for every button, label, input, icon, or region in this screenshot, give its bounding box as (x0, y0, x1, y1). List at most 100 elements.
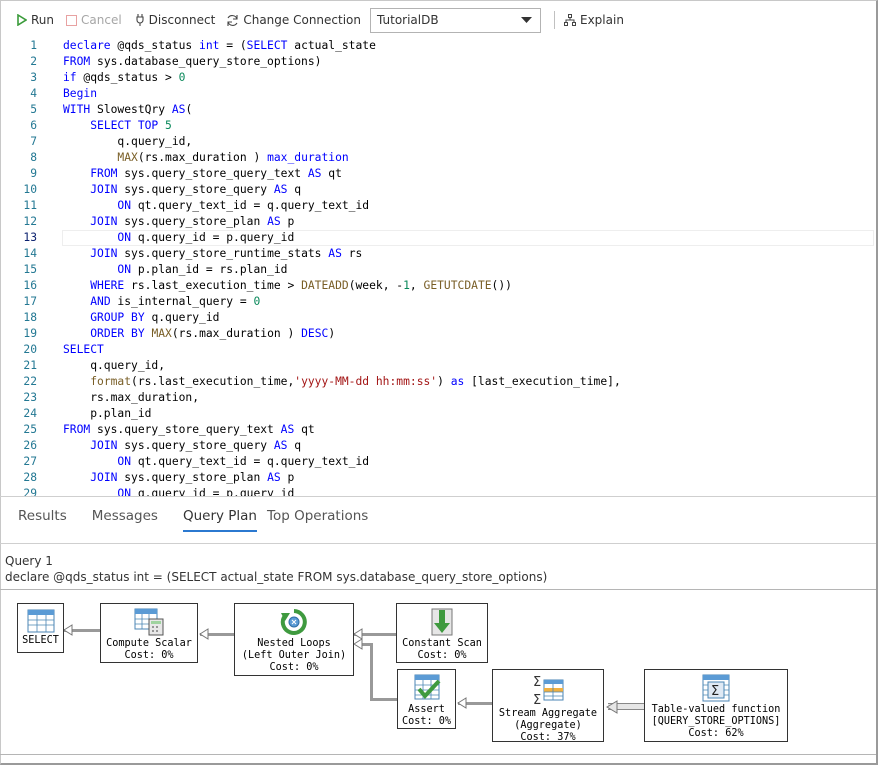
arrow-head-icon (199, 628, 209, 640)
code-line[interactable]: 19 ORDER BY MAX(rs.max_duration ) DESC) (0, 326, 876, 342)
code-text: SELECT TOP 5 (90, 119, 172, 132)
edge-compute-to-select (64, 629, 100, 632)
line-number: 14 (23, 247, 37, 260)
code-text: ON p.plan_id = rs.plan_id (117, 263, 288, 276)
code-line[interactable]: 28 JOIN sys.query_store_plan AS p (0, 470, 876, 486)
plan-top-border (0, 589, 876, 590)
cancel-button[interactable]: Cancel (66, 8, 122, 32)
edge-nested-to-compute (200, 633, 234, 636)
code-text: MAX(rs.max_duration ) max_duration (117, 151, 349, 164)
plan-node-assert[interactable]: Assert Cost: 0% (397, 669, 456, 729)
plan-node-nested-loops[interactable]: Nested Loops (Left Outer Join) Cost: 0% (234, 603, 354, 676)
line-number: 8 (30, 151, 37, 164)
tab-query-plan[interactable]: Query Plan (182, 502, 258, 532)
plan-node-select[interactable]: SELECT (17, 603, 64, 653)
node-cost: Cost: 37% (520, 732, 576, 743)
code-line[interactable]: 9 FROM sys.query_store_query_text AS qt (0, 166, 876, 182)
code-line[interactable]: 11 ON qt.query_text_id = q.query_text_id (0, 198, 876, 214)
line-number: 12 (23, 215, 37, 228)
query-title: Query 1 (5, 554, 53, 568)
code-line[interactable]: 15 ON p.plan_id = rs.plan_id (0, 262, 876, 278)
code-text: ORDER BY MAX(rs.max_duration ) DESC) (90, 327, 336, 340)
tab-top-operations-label: Top Operations (267, 508, 369, 524)
line-number: 15 (23, 263, 37, 276)
edge-constant-to-nested (354, 633, 396, 636)
line-number: 10 (23, 183, 37, 196)
line-number: 22 (23, 375, 37, 388)
disconnect-button[interactable]: Disconnect (135, 8, 216, 32)
code-line[interactable]: 21 q.query_id, (0, 358, 876, 374)
code-text: JOIN sys.query_store_runtime_stats AS rs (90, 247, 363, 260)
code-line[interactable]: 17 AND is_internal_query = 0 (0, 294, 876, 310)
tabs-divider (0, 543, 876, 544)
code-text: ON q.query_id = p.query_id (117, 231, 295, 244)
arrow-head-icon (457, 697, 467, 709)
disconnect-label: Disconnect (148, 13, 216, 27)
code-line[interactable]: 4 Begin (0, 86, 876, 102)
line-number: 6 (30, 119, 37, 132)
editor-results-divider[interactable] (0, 496, 876, 497)
svg-text:Σ: Σ (533, 693, 541, 706)
code-line[interactable]: 12 JOIN sys.query_store_plan AS p (0, 214, 876, 230)
code-line[interactable]: 27 ON qt.query_text_id = q.query_text_id (0, 454, 876, 470)
tab-results[interactable]: Results (18, 502, 67, 532)
node-cost: Cost: 0% (417, 650, 467, 661)
code-line[interactable]: 26 JOIN sys.query_store_query AS q (0, 438, 876, 454)
play-icon (17, 14, 27, 26)
database-select[interactable]: TutorialDB (370, 7, 541, 33)
tab-results-label: Results (18, 508, 67, 524)
run-label: Run (31, 13, 55, 27)
code-line[interactable]: 24 p.plan_id (0, 406, 876, 422)
code-line[interactable]: 16 WHERE rs.last_execution_time > DATEAD… (0, 278, 876, 294)
code-line[interactable]: 8 MAX(rs.max_duration ) max_duration (0, 150, 876, 166)
code-text: FROM sys.query_store_query_text AS qt (90, 167, 342, 180)
run-button[interactable]: Run (17, 8, 54, 32)
code-line[interactable]: 22 format(rs.last_execution_time,'yyyy-M… (0, 374, 876, 390)
line-number: 25 (23, 423, 37, 436)
edge-assert-to-nested-vertical (370, 643, 373, 700)
code-text: JOIN sys.query_store_plan AS p (90, 215, 295, 228)
code-line[interactable]: 29 ON q.query_id = p.query_id (0, 486, 876, 497)
code-line[interactable]: 23 rs.max_duration, (0, 390, 876, 406)
node-label: Table-valued function (651, 704, 781, 715)
line-number: 7 (30, 135, 37, 148)
line-number: 16 (23, 279, 37, 292)
code-text: Begin (63, 87, 98, 100)
explain-button[interactable]: Explain (564, 8, 624, 32)
edge-aggregate-to-assert (458, 702, 492, 705)
node-label: Stream Aggregate (498, 708, 598, 719)
plan-node-stream-aggregate[interactable]: Σ Σ Stream Aggregate (Aggregate) Cost: 3… (492, 669, 604, 743)
code-text: WHERE rs.last_execution_time > DATEADD(w… (90, 279, 512, 292)
code-line[interactable]: 7 q.query_id, (0, 134, 876, 150)
chevron-down-icon (521, 16, 532, 24)
edge-tvf-to-aggregate (608, 703, 644, 710)
code-line[interactable]: 14 JOIN sys.query_store_runtime_stats AS… (0, 246, 876, 262)
line-number: 26 (23, 439, 37, 452)
code-line[interactable]: 6 SELECT TOP 5 (0, 118, 876, 134)
code-line[interactable]: 18 GROUP BY q.query_id (0, 310, 876, 326)
plan-node-table-valued-function[interactable]: Σ Table-valued function [QUERY_STORE_OPT… (644, 669, 788, 742)
node-label: Assert (408, 704, 445, 715)
code-text: SELECT (63, 343, 104, 356)
line-number: 4 (30, 87, 37, 100)
code-line[interactable]: 10 JOIN sys.query_store_query AS q (0, 182, 876, 198)
code-line[interactable]: 13 ON q.query_id = p.query_id (0, 230, 876, 246)
arrow-head-icon (353, 628, 363, 640)
cancel-label: Cancel (81, 13, 122, 27)
change-connection-button[interactable]: Change Connection (226, 8, 361, 32)
plan-node-constant-scan[interactable]: Constant Scan Cost: 0% (396, 603, 488, 663)
tab-top-operations[interactable]: Top Operations (267, 502, 368, 532)
line-number: 5 (30, 103, 37, 116)
tab-messages[interactable]: Messages (92, 502, 158, 532)
code-text: JOIN sys.query_store_query AS q (90, 439, 302, 452)
plan-node-compute-scalar[interactable]: Compute Scalar Cost: 0% (100, 603, 198, 663)
current-line-highlight (62, 230, 874, 246)
